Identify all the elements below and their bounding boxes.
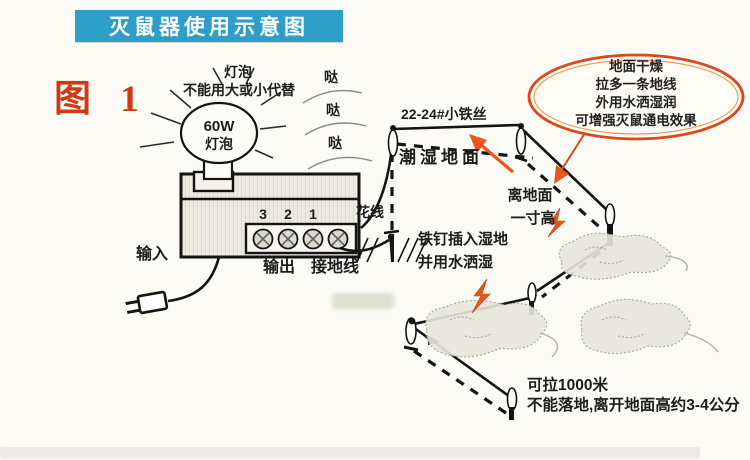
title-bar: 灭鼠器使用示意图 <box>75 10 343 42</box>
height-note-line1: 离地面 <box>507 187 553 204</box>
iron-wire-run-1 <box>392 123 520 131</box>
terminal-3-icon <box>252 228 274 250</box>
sound-wave-arcs <box>302 89 373 170</box>
page-title: 灭鼠器使用示意图 <box>109 16 309 39</box>
rat-watching-icon <box>580 298 719 355</box>
flex-wire-label: 花线 <box>356 204 384 220</box>
dashed-ground-lines <box>390 142 606 415</box>
pole-5 <box>403 317 419 352</box>
oval-line-2: 拉多一条地线 <box>595 77 677 92</box>
ground-nail-icon <box>356 229 428 263</box>
scan-smudge <box>332 293 394 309</box>
bulb-label: 灯泡 <box>205 136 233 152</box>
sound-effect-2: 哒 <box>326 102 340 118</box>
rat-shocked-icon <box>558 232 688 280</box>
bulb-wattage: 60W <box>203 118 235 135</box>
pole-2 <box>514 123 528 163</box>
bulb-warning-line1: 灯泡 <box>224 64 252 80</box>
oval-line-3: 外用水洒湿润 <box>595 95 677 110</box>
bulb-warning-line2: 不能用大或小代替 <box>183 82 295 98</box>
length-note-line1: 可拉1000米 <box>527 377 608 394</box>
plug-icon <box>125 256 221 315</box>
sound-effect-3: 哒 <box>328 135 342 151</box>
oval-line-4: 可增强灭鼠通电效果 <box>575 113 697 128</box>
bulb-icon <box>179 101 259 181</box>
terminal-number-2: 2 <box>284 206 292 222</box>
lightning-icon <box>547 207 566 238</box>
height-note-arrow <box>469 134 515 174</box>
bulb-rays <box>139 67 287 159</box>
terminal-number-1: 1 <box>309 206 317 222</box>
tip-oval-text: 地面干燥 拉多一条地线 外用水洒湿润 可增强灭鼠通电效果 <box>532 58 740 130</box>
nail-note-line2: 并用水洒湿 <box>418 254 494 271</box>
rat-sketches <box>425 232 719 358</box>
screw-terminals <box>252 228 349 250</box>
pole-6 <box>506 387 518 420</box>
rat-approaching-icon <box>425 299 559 358</box>
output-label: 输出 <box>263 259 296 276</box>
terminal-1-icon <box>302 228 324 250</box>
tip-oval <box>527 53 745 141</box>
lightning-bolts <box>471 207 566 314</box>
ground-wire-label: 接地线 <box>311 259 360 276</box>
damp-ground-label: 潮湿地面 <box>399 148 483 167</box>
oval-line-1: 地面干燥 <box>609 59 663 74</box>
terminal-ground-icon <box>327 228 349 250</box>
iron-wire-run-2 <box>520 127 610 213</box>
wire-spec-label: 22-24#小铁丝 <box>401 106 487 122</box>
terminal-number-3: 3 <box>259 206 267 222</box>
input-label: 输入 <box>136 246 169 263</box>
ground-wire <box>339 238 390 253</box>
length-note-line2: 不能落地,离开地面高约3-4公分 <box>527 397 740 414</box>
height-note-line2: 一寸高 <box>510 210 556 227</box>
callout-arrows <box>469 132 586 184</box>
pole-1 <box>387 125 399 157</box>
terminal-2-icon <box>277 228 299 250</box>
lightning-icon <box>471 278 491 314</box>
sound-effect-1: 哒 <box>324 69 338 85</box>
oval-leader-arrow <box>554 132 586 184</box>
figure-label: 图 1 <box>54 79 149 120</box>
nail-note-line1: 铁钉插入湿地 <box>418 231 509 248</box>
